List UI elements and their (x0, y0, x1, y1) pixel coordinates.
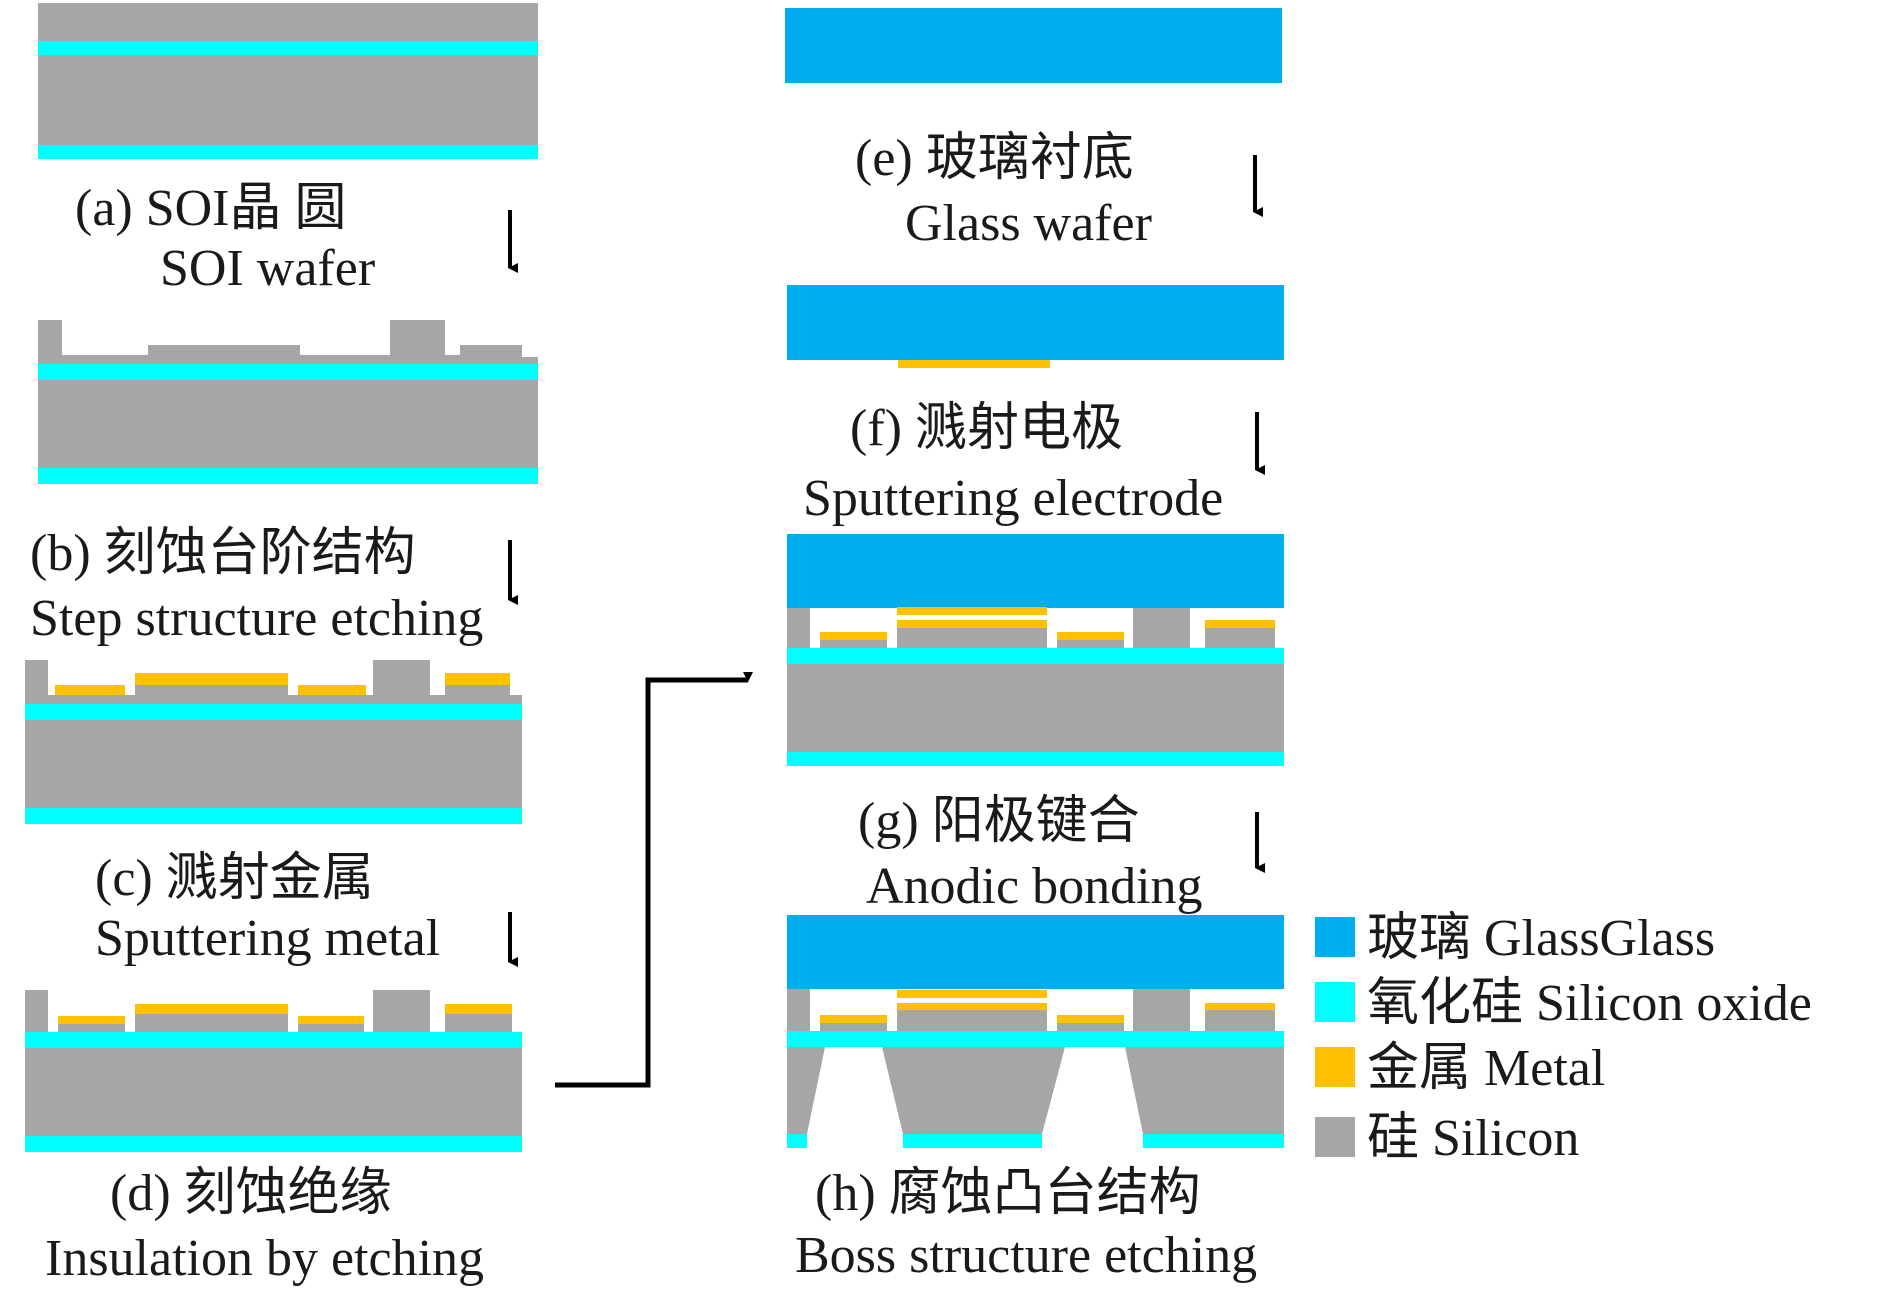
legend-label-oxide: 氧化硅 Silicon oxide (1367, 975, 1812, 1032)
step-f-structure (787, 285, 1284, 368)
step-f-caption-zh: (f) 溅射电极 (850, 400, 1123, 457)
legend-swatch-metal (1315, 1047, 1355, 1087)
step-a-caption-en: SOI wafer (160, 240, 375, 297)
arrow-d-to-g (555, 672, 753, 1088)
step-e-structure (785, 8, 1282, 83)
step-d-caption-zh: (d) 刻蚀绝缘 (110, 1165, 392, 1222)
step-b-caption-en: Step structure etching (30, 590, 483, 647)
step-f-caption-en: Sputtering electrode (803, 470, 1223, 527)
legend-swatch-glass (1315, 917, 1355, 957)
legend-swatch-silicon (1315, 1117, 1355, 1157)
step-g-caption-zh: (g) 阳极键合 (858, 793, 1140, 850)
legend-swatch-oxide (1315, 982, 1355, 1022)
step-a-structure (38, 3, 538, 159)
step-h-structure (787, 915, 1284, 1148)
step-h-caption-en: Boss structure etching (795, 1227, 1257, 1284)
step-d-caption-en: Insulation by etching (45, 1230, 484, 1287)
step-c-caption-zh: (c) 溅射金属 (95, 850, 374, 907)
legend-label-metal: 金属 Metal (1367, 1040, 1605, 1097)
step-c-structure (25, 660, 522, 824)
step-b-caption-zh: (b) 刻蚀台阶结构 (30, 525, 416, 582)
step-g-structure (787, 534, 1284, 766)
step-g-caption-en: Anodic bonding (866, 858, 1203, 915)
step-e-caption-zh: (e) 玻璃衬底 (855, 130, 1134, 187)
step-h-caption-zh: (h) 腐蚀凸台结构 (815, 1165, 1201, 1222)
legend: 玻璃 GlassGlass 氧化硅 Silicon oxide 金属 Metal… (1315, 910, 1812, 1167)
step-d-structure (25, 990, 522, 1152)
step-a-caption-zh: (a) SOI晶 圆 (75, 180, 347, 237)
step-b-structure (38, 320, 538, 484)
legend-label-glass: 玻璃 GlassGlass (1367, 910, 1715, 967)
step-e-caption-en: Glass wafer (905, 195, 1152, 252)
legend-label-silicon: 硅 Silicon (1367, 1110, 1579, 1167)
step-c-caption-en: Sputtering metal (95, 910, 440, 967)
